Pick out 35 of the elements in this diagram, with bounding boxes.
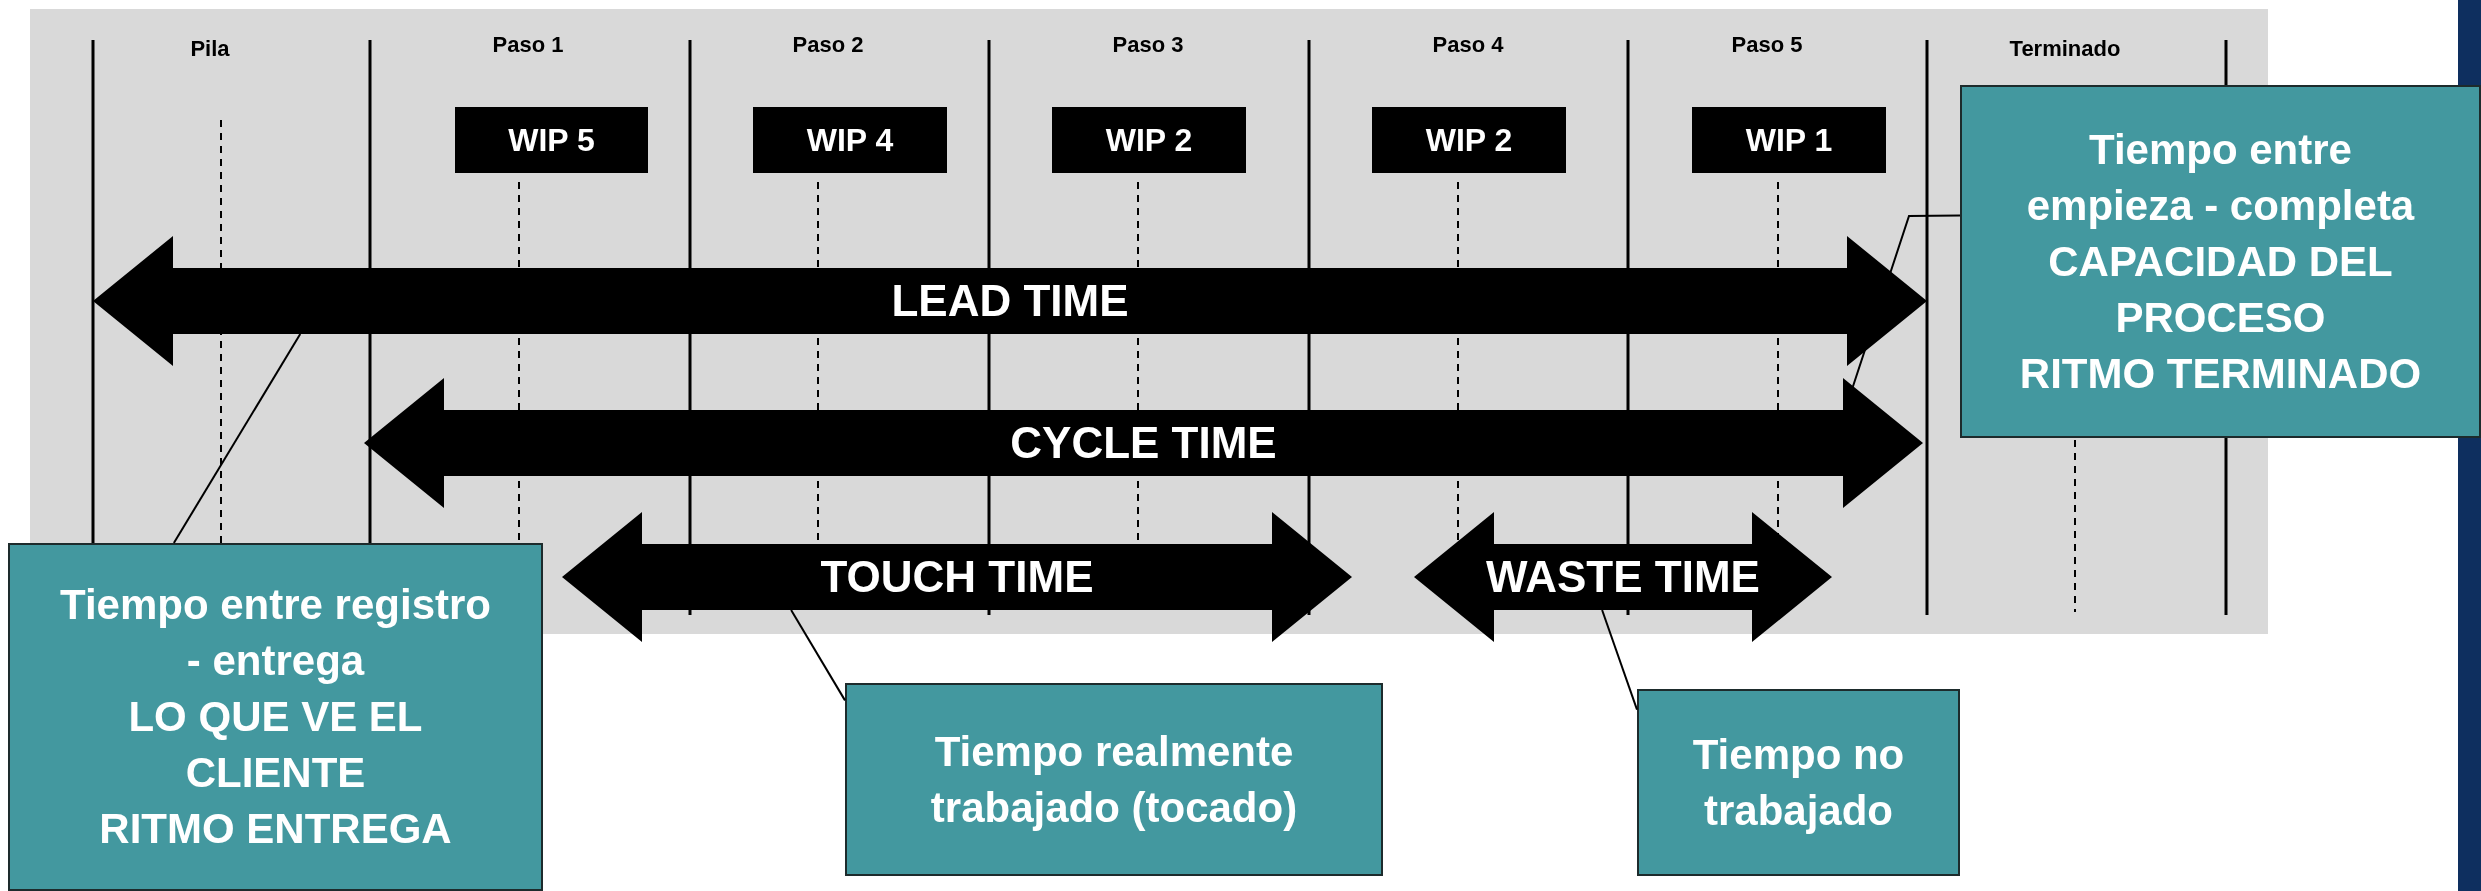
- callout-box: [845, 683, 1383, 876]
- column-header: Terminado: [2008, 36, 2122, 62]
- column-header: Paso 4: [1431, 32, 1505, 58]
- callout-text: Tiempo entre registro - entrega: [59, 580, 492, 686]
- callout-text: Tiempo entre empieza - completa: [2025, 124, 2416, 231]
- arrow-label: WASTE TIME: [1486, 552, 1760, 602]
- callout-text: CAPACIDAD DEL PROCESO: [2047, 236, 2394, 343]
- column-header: Paso 2: [791, 32, 865, 58]
- callout-box: [1637, 689, 1960, 876]
- column-header: Pila: [189, 36, 231, 62]
- arrow-label: CYCLE TIME: [1010, 418, 1277, 468]
- duration-band: [364, 378, 1923, 508]
- leader-line: [172, 333, 302, 544]
- wip-box: WIP 2: [1052, 107, 1246, 173]
- callout-text: RITMO ENTREGA: [99, 804, 452, 854]
- wip-box: WIP 2: [1372, 107, 1566, 173]
- callout-box: [1960, 85, 2481, 438]
- callout-text: Tiempo no trabajado: [1691, 729, 1906, 836]
- column-header: Paso 1: [491, 32, 565, 58]
- wip-box: WIP 4: [753, 107, 947, 173]
- duration-band: [562, 512, 1352, 642]
- callout-text: Tiempo realmente trabajado (tocado): [929, 726, 1299, 833]
- leader-line: [790, 609, 846, 702]
- arrow-label: LEAD TIME: [891, 276, 1129, 326]
- arrow-label: TOUCH TIME: [820, 552, 1094, 602]
- duration-band: [1414, 512, 1832, 642]
- callout-text: LO QUE VE EL CLIENTE: [127, 692, 424, 798]
- column-header: Paso 3: [1111, 32, 1185, 58]
- duration-band: [93, 236, 1927, 366]
- column-header: Paso 5: [1730, 32, 1804, 58]
- wip-box: WIP 1: [1692, 107, 1886, 173]
- callout-text: RITMO TERMINADO: [2019, 348, 2422, 399]
- leader-line: [1601, 609, 1638, 711]
- callout-box: [8, 543, 543, 891]
- wip-box: WIP 5: [455, 107, 648, 173]
